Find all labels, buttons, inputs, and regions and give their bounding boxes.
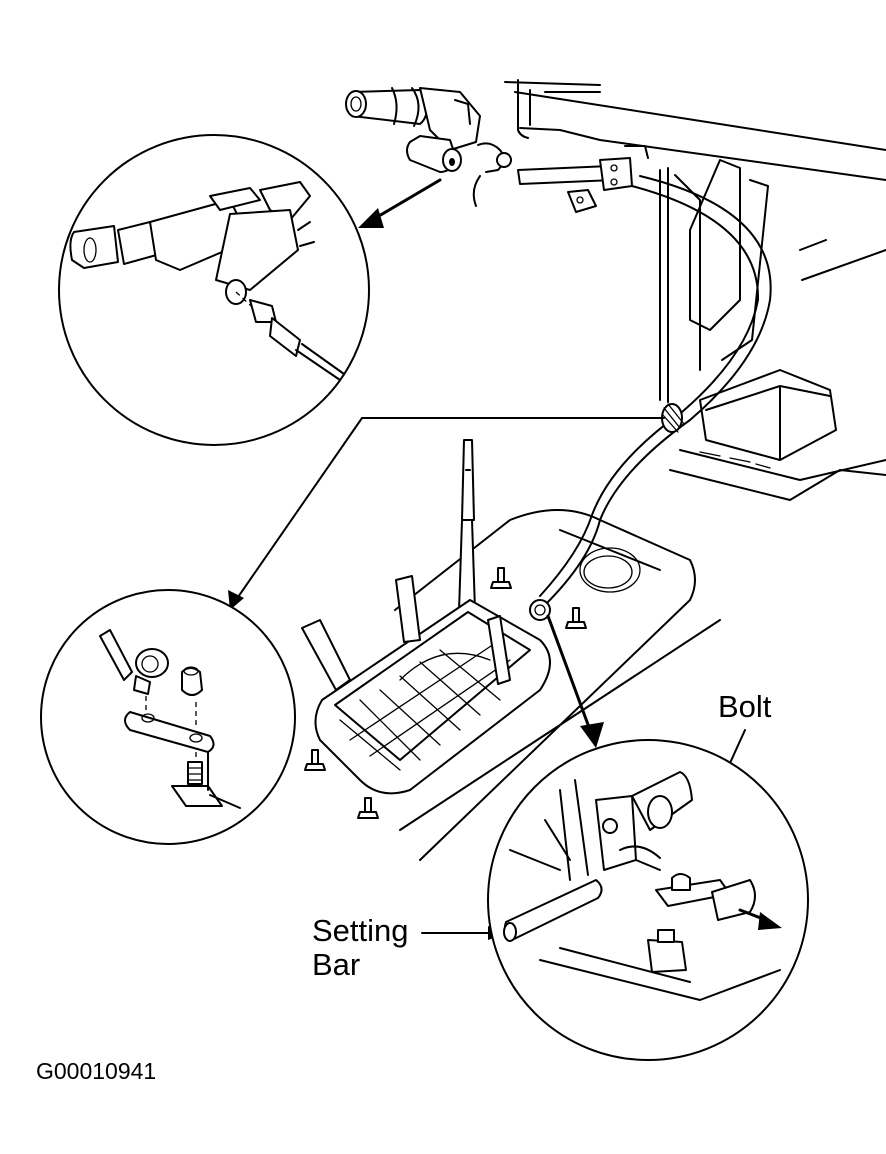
shifter-assembly bbox=[301, 439, 721, 861]
floor-panel-right bbox=[659, 159, 886, 501]
setting-bar-label-line2: Bar bbox=[312, 947, 361, 982]
steering-column-assembly bbox=[345, 79, 886, 213]
figure-code: G00010941 bbox=[36, 1058, 157, 1084]
bolt-label: Bolt bbox=[718, 689, 772, 724]
detail-view-cable-adjustment bbox=[487, 739, 809, 1061]
detail-view-ignition-lock bbox=[58, 134, 370, 446]
setting-bar-label-line1: Setting bbox=[312, 913, 409, 948]
shift-cable bbox=[539, 175, 772, 606]
detail-view-cable-clip bbox=[40, 589, 296, 845]
setting-bar-label: Setting Bar bbox=[312, 914, 409, 982]
mounting-studs bbox=[304, 567, 587, 819]
